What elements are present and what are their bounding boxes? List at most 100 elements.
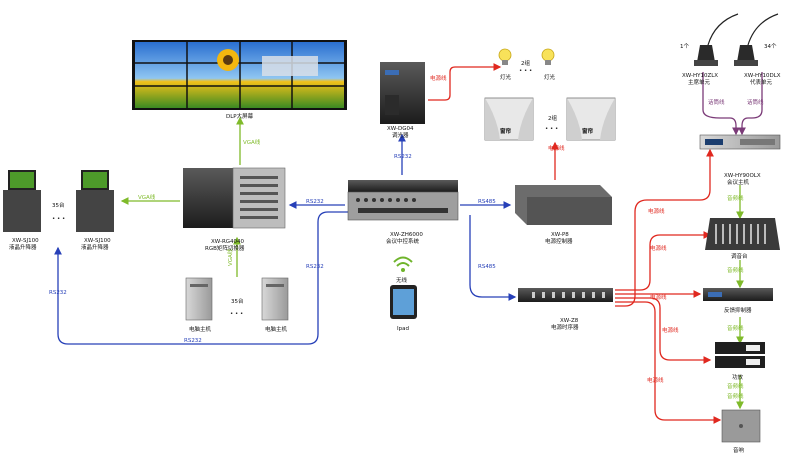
feedback-suppressor: 反馈抑制器 (703, 288, 773, 314)
light-icon: 2组 • • • 灯光 灯光 (498, 48, 556, 81)
link-label: 音频线 (727, 266, 744, 274)
link-label: RS232 (306, 199, 324, 205)
link-label: 电源线 (648, 207, 665, 215)
lift-a-name: 液晶升降器 (9, 243, 37, 251)
pc-count: 35台 (231, 297, 244, 305)
dimmer: XW-DG04 调光器 (380, 62, 425, 139)
delegate-count: 34个 (764, 43, 777, 50)
ipad-label: Ipad (397, 326, 409, 332)
mixer: 调音台 (705, 218, 780, 260)
power-ctrl-model: XW-P8 (551, 232, 569, 238)
link-label: VGA线 (226, 248, 234, 266)
lift-b-name: 液晶升降器 (81, 243, 109, 251)
link-rs232-matrix: RS232 (288, 199, 345, 209)
curtain-icon: 窗帘 窗帘 2组 • • • (484, 97, 616, 141)
link-label: 音频线 (727, 382, 744, 390)
link-label: 电源线 (662, 326, 679, 334)
link-label: 电源线 (647, 376, 664, 384)
ellipsis: • • • (52, 216, 65, 222)
light-label: 灯光 (544, 73, 556, 81)
matrix-model: XW-RG4040 (211, 239, 245, 245)
link-label: 音频线 (727, 392, 744, 400)
lights-count: 2组 (521, 59, 530, 67)
link-label: 音频线 (727, 194, 744, 202)
sequencer-name: 电源时序器 (551, 323, 579, 331)
host-name: 会议主机 (727, 178, 750, 186)
ipad-icon: Ipad (390, 285, 417, 332)
mixer-label: 调音台 (731, 252, 748, 260)
link-rs232-loop: RS232 RS232 RS232 (49, 211, 350, 345)
chair-model: XW-HY10ZLX (682, 73, 718, 79)
link-rs485-seq: RS485 (469, 215, 517, 301)
link-talk: 话筒线 话筒线 (702, 72, 764, 136)
link-vga-top: VGA线 (236, 116, 261, 165)
link-label: 音频线 (727, 324, 744, 332)
link-rs485-power: RS485 (460, 199, 512, 209)
power-controller: XW-P8 电源控制器 (515, 185, 612, 245)
curtain-label: 窗帘 (500, 127, 512, 135)
power-sequencer: XW-Z8 电源时序器 (518, 288, 613, 331)
link-label: RS485 (478, 199, 496, 205)
link-label: 电源线 (548, 144, 565, 152)
link-label: 话筒线 (708, 98, 725, 106)
dimmer-model: XW-DG04 (387, 126, 414, 132)
curtain-label: 窗帘 (582, 127, 594, 135)
central-control: XW-ZH6000 会议中控系统 (347, 180, 459, 245)
ellipsis: • • • (545, 126, 558, 132)
link-vga-left: VGA线 (120, 193, 180, 205)
dlp-wall-label: DLP大屏幕 (226, 112, 254, 120)
feedback-label: 反馈抑制器 (724, 306, 752, 314)
pc-label: 电脑主机 (189, 325, 212, 333)
ellipsis: • • • (519, 68, 532, 74)
pc-label: 电脑主机 (265, 325, 288, 333)
link-label: RS485 (478, 264, 496, 270)
central-name: 会议中控系统 (386, 237, 420, 245)
chair-name: 主席单元 (688, 78, 711, 86)
light-label: 灯光 (500, 73, 512, 81)
central-model: XW-ZH6000 (390, 232, 423, 238)
chair-microphone: 1个 XW-HY10ZLX 主席单元 (680, 13, 739, 86)
conference-host: XW-HY90OLX 会议主机 (699, 134, 781, 186)
link-label: 电源线 (650, 244, 667, 252)
link-label: RS232 (306, 264, 324, 270)
link-label: VGA线 (243, 138, 261, 146)
link-vga-bottom: VGA线 (226, 236, 241, 277)
link-power-lights: 电源线 (428, 63, 502, 101)
link-power-curtains: 电源线 (548, 141, 565, 180)
link-label: 话筒线 (747, 98, 764, 106)
link-label: RS232 (49, 290, 67, 296)
delegate-microphone: 34个 XW-HY10DLX 代表单元 (734, 13, 781, 86)
dlp-video-wall: DLP大屏幕 (132, 40, 347, 120)
dimmer-name: 调光器 (392, 131, 409, 139)
pc-a: 电脑主机 (185, 277, 213, 333)
ellipsis: • • • (230, 311, 243, 317)
delegate-model: XW-HY10DLX (744, 73, 781, 79)
link-label: 电源线 (650, 293, 667, 301)
amp-label: 功放 (732, 373, 744, 381)
delegate-name: 代表单元 (750, 78, 773, 86)
lift-a: XW-SJ100 液晶升降器 (3, 170, 41, 251)
chair-count: 1个 (680, 43, 689, 50)
link-label: VGA线 (138, 193, 156, 201)
link-rs232-dimmer: RS232 (394, 133, 412, 175)
link-power-bundle: 电源线 电源线 电源线 电源线 电源线 (615, 148, 722, 424)
lift-count: 35台 (52, 201, 65, 209)
pc-b: 电脑主机 (261, 277, 289, 333)
lift-a-model: XW-SJ100 (12, 238, 39, 244)
amplifier: 功放 (715, 342, 765, 381)
sequencer-model: XW-Z8 (560, 318, 579, 324)
link-audio-chain: 音频线 音频线 音频线 音频线 音频线 (727, 185, 744, 410)
link-label: RS232 (394, 154, 412, 160)
link-label: 电源线 (430, 74, 447, 82)
lift-b: XW-SJ100 液晶升降器 (76, 170, 114, 251)
speaker-label: 音响 (733, 446, 745, 454)
wifi-icon: 无线 (393, 256, 413, 284)
matrix-name: RGB矩阵切换器 (205, 244, 245, 252)
wireless-label: 无线 (396, 276, 408, 284)
power-ctrl-name: 电源控制器 (545, 237, 573, 245)
curtains-count: 2组 (548, 114, 557, 122)
matrix-switcher: XW-RG4040 RGB矩阵切换器 (183, 167, 286, 252)
link-label: RS232 (184, 338, 202, 344)
speaker: 音响 (721, 409, 761, 454)
